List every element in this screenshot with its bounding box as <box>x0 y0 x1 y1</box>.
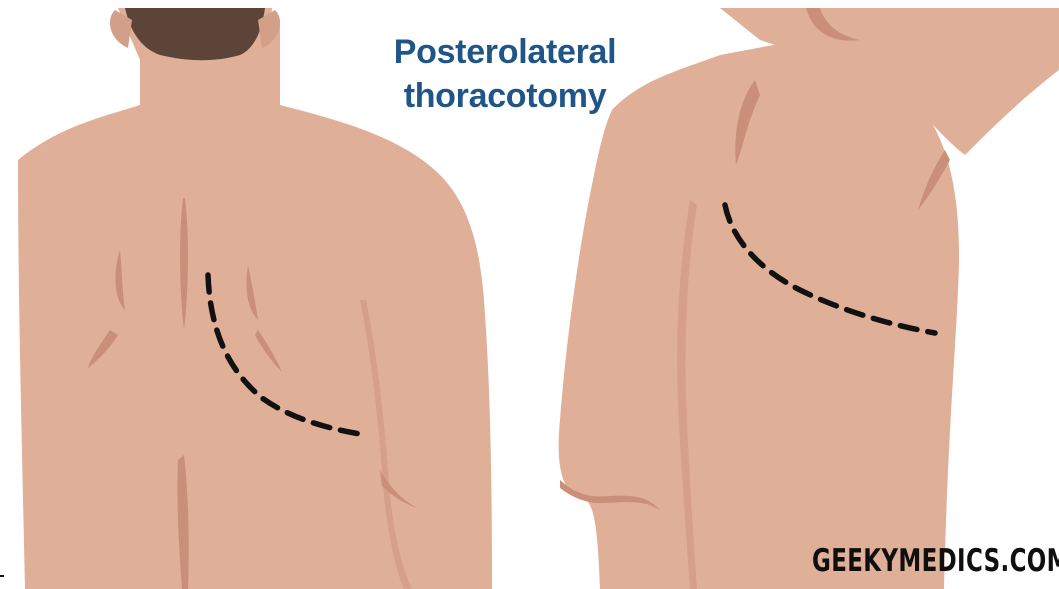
side-view-torso <box>559 40 959 589</box>
corner-mark <box>0 575 4 577</box>
brand-logo-text: GEEKYMEDICS.COM <box>812 543 982 579</box>
diagram-title: Posterolateral thoracotomy <box>360 30 650 118</box>
title-line-1: Posterolateral <box>360 30 650 74</box>
title-line-2: thoracotomy <box>360 74 650 118</box>
